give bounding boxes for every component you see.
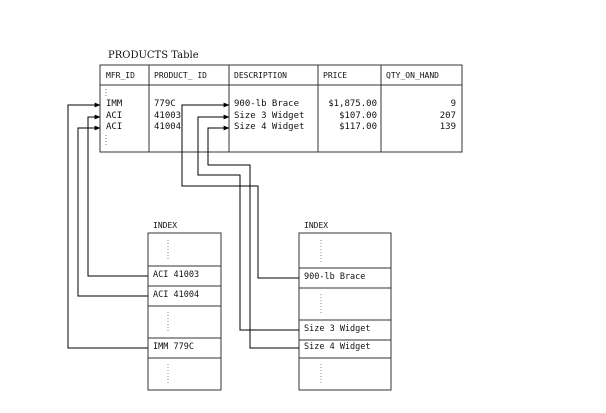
index2-entry: Size 4 Widget (304, 342, 371, 352)
index1-title: INDEX (153, 221, 178, 230)
index1-entry: ACI 41003 (153, 270, 200, 280)
index2-title: INDEX (304, 221, 329, 230)
cell-mfr-id: IMM (106, 99, 123, 109)
cell-qty: 9 (450, 99, 456, 109)
cell-mfr-id: ACI (106, 111, 123, 121)
cell-description: 900-lb Brace (234, 99, 300, 109)
index2-pointers (181, 102, 299, 349)
cell-mfr-id: ACI (106, 122, 123, 132)
col-header-product-id: PRODUCT_ ID (154, 71, 207, 80)
cell-price: $107.00 (339, 111, 377, 121)
col-header-qty-on-hand: QTY_ON_HAND (386, 71, 439, 80)
col-header-mfr-id: MFR_ID (106, 71, 135, 80)
cell-product-id: 41003 (154, 111, 182, 121)
index1-box (147, 232, 222, 391)
cell-price: $117.00 (339, 122, 377, 132)
index1-entry: ACI 41004 (153, 290, 200, 300)
products-table-grid (99, 64, 463, 153)
index2-entry: Size 3 Widget (304, 324, 371, 334)
col-header-price: PRICE (323, 71, 348, 80)
col-header-description: DESCRIPTION (234, 71, 287, 80)
index2-entry: 900-lb Brace (304, 272, 366, 282)
cell-product-id: 779C (154, 99, 176, 109)
index2-box (298, 232, 392, 391)
cell-description: Size 4 Widget (234, 122, 305, 132)
cell-price: $1,875.00 (328, 99, 377, 109)
index1-entry: IMM 779C (153, 342, 194, 352)
cell-qty: 139 (439, 122, 456, 132)
cell-description: Size 3 Widget (234, 111, 305, 121)
cell-qty: 207 (439, 111, 456, 121)
index1-pointers (67, 102, 148, 349)
cell-product-id: 41004 (154, 122, 182, 132)
table-title: PRODUCTS Table (108, 50, 199, 61)
